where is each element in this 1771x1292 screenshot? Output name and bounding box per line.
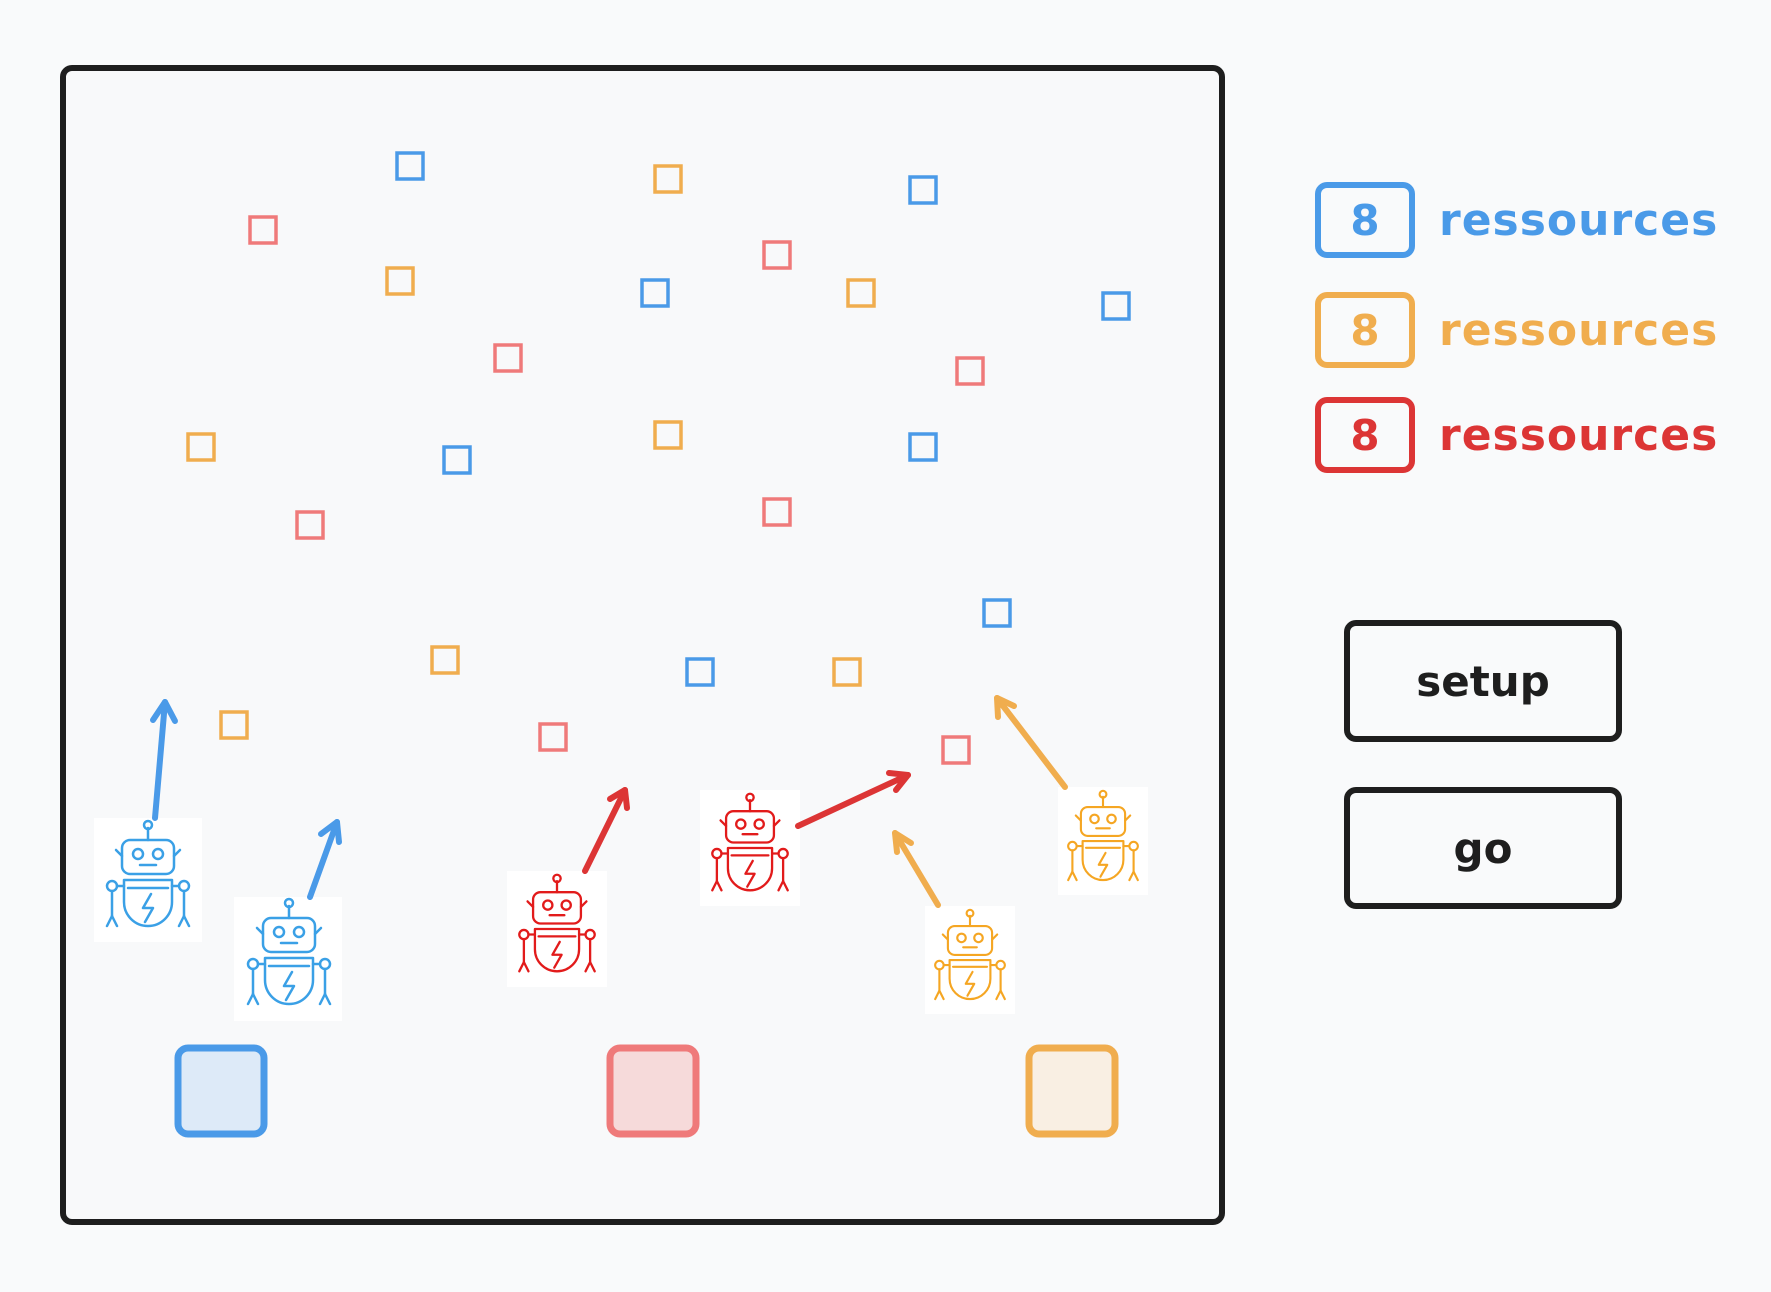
simulation-world [60,65,1225,1225]
counter-value: 8 [1350,305,1380,355]
counter-label: ressources [1439,194,1719,246]
counter-red: 8 ressources [1315,395,1718,475]
counter-value-box: 8 [1315,182,1415,258]
counter-orange: 8 ressources [1315,290,1718,370]
counter-value-box: 8 [1315,397,1415,473]
counter-label: ressources [1439,304,1719,356]
setup-button[interactable]: setup [1344,620,1622,742]
counter-value-box: 8 [1315,292,1415,368]
counter-blue: 8 ressources [1315,180,1718,260]
go-button[interactable]: go [1344,787,1622,909]
counter-value: 8 [1350,410,1380,460]
counter-value: 8 [1350,195,1380,245]
counter-label: ressources [1439,409,1719,461]
